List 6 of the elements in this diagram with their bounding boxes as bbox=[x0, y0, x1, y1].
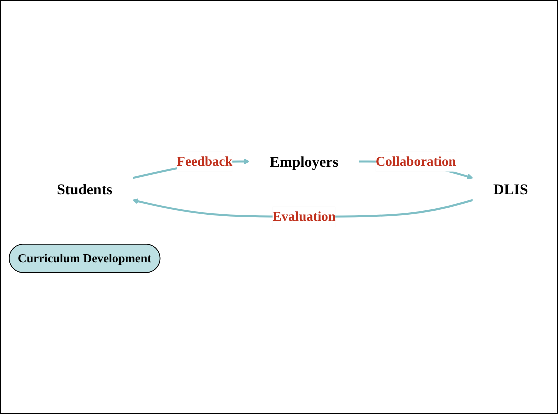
edge-label: Collaboration bbox=[376, 154, 456, 170]
edge-label: Evaluation bbox=[272, 210, 336, 225]
edge-label: Feedback bbox=[177, 154, 233, 170]
node-text: Students bbox=[57, 181, 113, 198]
node-text: DLIS bbox=[494, 181, 528, 198]
node-text: Employers bbox=[270, 154, 339, 171]
